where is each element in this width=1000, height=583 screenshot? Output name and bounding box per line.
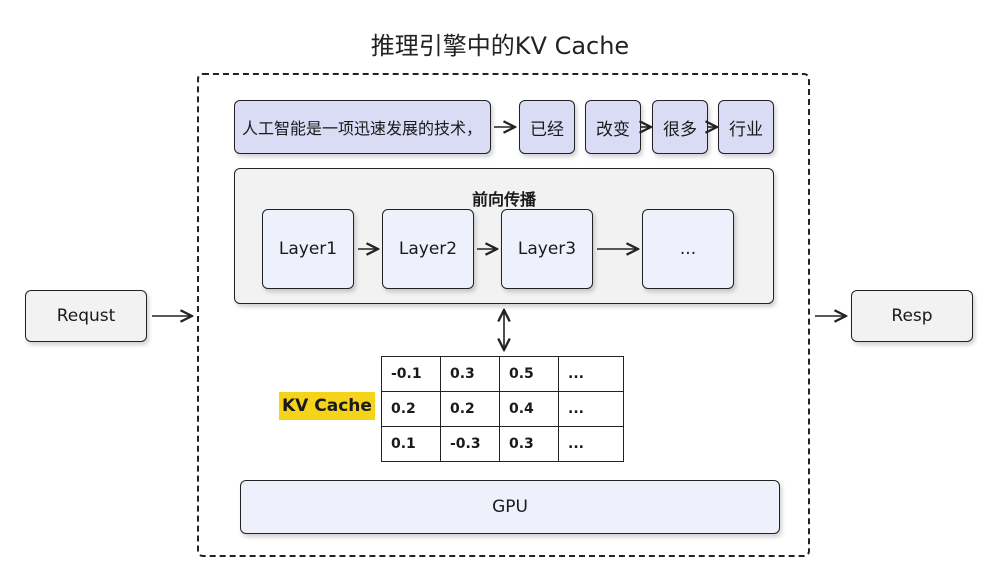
generated-token: 已经 [519, 100, 575, 154]
table-cell: 0.5 [499, 356, 559, 392]
table-cell: 0.2 [440, 391, 500, 427]
layer-box: Layer2 [382, 209, 474, 289]
layer-label: ... [679, 239, 697, 259]
table-cell: ... [558, 391, 624, 427]
input-sentence-text: 人工智能是一项迅速发展的技术， [242, 119, 483, 138]
gpu-label: GPU [492, 497, 528, 517]
table-cell: 0.1 [381, 426, 441, 462]
generated-token: 改变 [585, 100, 641, 154]
table-cell: -0.3 [440, 426, 500, 462]
forward-pass-title: 前向传播 [471, 190, 536, 209]
table-cell: 0.3 [499, 426, 559, 462]
table-cell: 0.3 [440, 356, 500, 392]
request-box: Requst [25, 290, 147, 342]
layer-label: Layer3 [517, 239, 577, 259]
request-label: Requst [56, 306, 116, 326]
input-sentence-box: 人工智能是一项迅速发展的技术， [234, 100, 491, 154]
layer-box: ... [642, 209, 734, 289]
generated-token-label: 改变 [596, 119, 630, 140]
generated-token: 很多 [652, 100, 708, 154]
kv-cache-label: KV Cache [279, 392, 375, 420]
layer-box: Layer1 [262, 209, 354, 289]
generated-token-label: 已经 [530, 119, 564, 140]
table-cell: 0.4 [499, 391, 559, 427]
kv-cache-table-wrap: -0.1 0.3 0.5 ... 0.2 0.2 0.4 ... 0.1 -0.… [381, 356, 624, 462]
inference-engine-boundary [197, 73, 810, 557]
table-cell: ... [558, 426, 624, 462]
kv-cache-table: -0.1 0.3 0.5 ... 0.2 0.2 0.4 ... 0.1 -0.… [381, 356, 624, 462]
table-cell: -0.1 [381, 356, 441, 392]
gpu-box: GPU [240, 480, 780, 534]
generated-token-label: 行业 [729, 119, 763, 140]
response-box: Resp [851, 290, 973, 342]
generated-token-label: 很多 [663, 119, 697, 140]
diagram-title: 推理引擎中的KV Cache [370, 32, 630, 60]
generated-token: 行业 [718, 100, 774, 154]
layer-box: Layer3 [501, 209, 593, 289]
table-row: 0.1 -0.3 0.3 ... [381, 426, 624, 462]
layer-label: Layer2 [398, 239, 458, 259]
table-row: 0.2 0.2 0.4 ... [381, 391, 624, 427]
response-label: Resp [891, 306, 933, 326]
table-cell: 0.2 [381, 391, 441, 427]
table-row: -0.1 0.3 0.5 ... [381, 356, 624, 392]
table-cell: ... [558, 356, 624, 392]
layer-label: Layer1 [278, 239, 338, 259]
